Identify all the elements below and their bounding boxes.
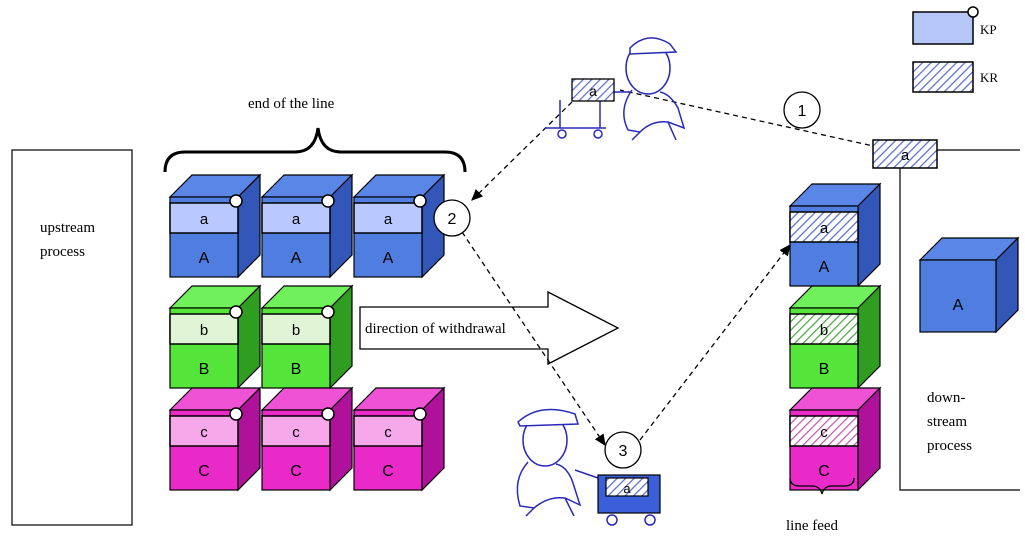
cube-a-1: aA [168,173,262,279]
feed-cube-a-card-label: a [820,220,829,237]
upstream-process-box [11,149,133,526]
flow-line-2 [471,101,573,201]
cube-c-3-card [353,415,423,447]
feed-cube-c-card-label: c [820,424,828,441]
downstream-process-box [899,149,1020,491]
feed-cube-a-label: A [819,259,830,276]
step-2-label: 2 [448,211,457,228]
upstream-label-line2: process [40,244,85,260]
cube-a-3-card [353,202,423,234]
cube-c-2-card-label: c [292,424,300,441]
cube-b-1: bB [168,284,262,390]
feed-cube-b-label: B [819,361,830,378]
cube-b-1-card [169,313,239,345]
end-of-line-brace [163,127,467,173]
feed-cube-b-card-label: b [820,322,828,339]
downstream-label-line3: process [927,438,972,454]
cube-c-3-label: C [382,463,394,480]
cube-c-2: cC [260,386,354,492]
withdrawal-arrow: direction of withdrawal [359,290,620,366]
downstream-cube-a: A [918,236,1020,334]
flow-line-3 [461,231,606,447]
cube-b-2-card [261,313,331,345]
worker-with-cart-bottom [516,408,656,526]
feed-cube-c-label: C [818,463,830,480]
step-2: 2 [433,199,471,237]
cube-c-3-card-label: c [384,424,392,441]
feed-cube-b: bB [788,284,882,390]
step-3-label: 3 [619,443,628,460]
cube-c-3: cC [352,386,446,492]
kanban-card-top-label: a [589,83,597,99]
cube-b-2: bB [260,284,354,390]
cart-box-bottom: a [597,474,661,514]
kanban-card-downstream: a [872,139,938,169]
cube-b-1-card-label: b [200,322,208,339]
feed-cube-a: aA [788,182,882,288]
cube-c-1-label: C [198,463,210,480]
cube-c-2-label: C [290,463,302,480]
cube-a-2-label: A [291,250,302,267]
kanban-card-on-cart-top: a [571,78,615,102]
end-of-line-label: end of the line [248,96,335,112]
feed-cube-c: cC [788,386,882,492]
downstream-label-line1: down- [927,390,965,406]
cube-a-2: aA [260,173,354,279]
line-feed-label: line feed [786,518,839,534]
legend-kr-swatch [912,61,974,93]
step-1-label: 1 [798,103,807,120]
legend-kp-swatch [912,11,974,45]
kanban-card-downstream-label: a [901,147,910,164]
cube-a-1-label: A [199,250,210,267]
downstream-cube-a-label: A [953,297,964,314]
cube-b-1-label: B [199,361,210,378]
cube-a-3-label: A [383,250,394,267]
worker-with-cart-top [545,37,686,141]
cube-a-3-card-label: a [384,211,393,228]
legend: KP KR [912,6,998,93]
flow-line-4 [639,243,791,441]
cube-c-1-card [169,415,239,447]
cube-c-1-card-label: c [200,424,208,441]
cube-c-2-card [261,415,331,447]
flow-line-1 [619,89,906,154]
withdrawal-label: direction of withdrawal [365,321,506,337]
step-1: 1 [783,91,821,129]
cube-a-2-card-label: a [292,211,301,228]
upstream-label-line1: upstream [40,220,95,236]
kanban-card-bottom-label: a [623,481,631,496]
legend-kp-label: KP [980,22,997,37]
legend-kr-label: KR [980,70,998,85]
downstream-label-line2: stream [927,414,967,430]
cube-c-1: cC [168,386,262,492]
cube-b-2-label: B [291,361,302,378]
cube-b-2-card-label: b [292,322,300,339]
feed-cube-b-card [789,313,859,345]
feed-cube-c-card [789,415,859,447]
cube-a-3: aA [352,173,446,279]
step-3: 3 [604,431,642,469]
feed-cube-a-card [789,211,859,243]
line-feed-brace [789,477,855,495]
cube-a-1-card-label: a [200,211,209,228]
cube-a-2-card [261,202,331,234]
cube-a-1-card [169,202,239,234]
